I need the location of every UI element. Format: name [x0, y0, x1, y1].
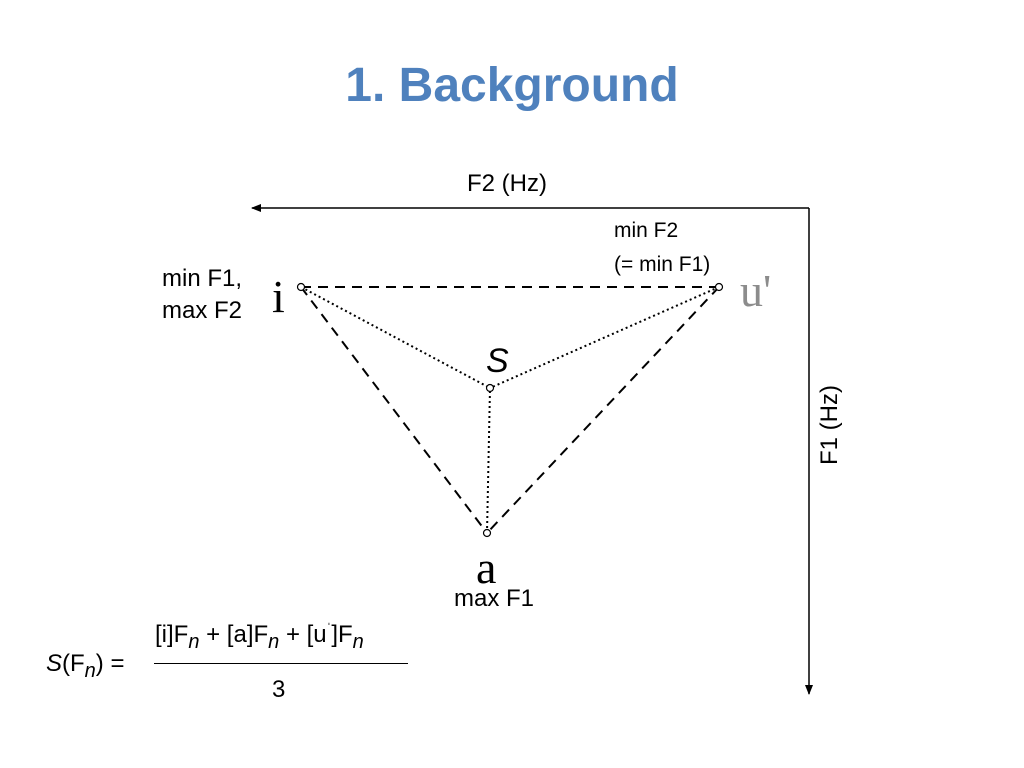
spoke-i-s	[300, 286, 491, 389]
vowel-u-note-line1: min F2	[614, 219, 679, 242]
formula-denominator: 3	[272, 676, 286, 703]
vowel-i-symbol: i	[272, 271, 285, 322]
vowel-a-symbol: a	[476, 542, 497, 593]
vowel-i-note-line1: min F1,	[162, 265, 243, 292]
vowel-i-note-line2: max F2	[162, 297, 243, 324]
f2-axis-label: F2 (Hz)	[467, 170, 547, 197]
point-i	[296, 282, 306, 292]
vowel-u-symbol: u'	[740, 265, 772, 316]
slide-title: 1. Background	[345, 59, 679, 112]
formula-numerator: [i]Fn + [a]Fn + [uˈ]Fn	[155, 620, 364, 653]
point-u	[714, 282, 724, 292]
vowel-u-note-line2: (= min F1)	[614, 253, 711, 276]
spoke-u-s	[489, 286, 720, 389]
f1-axis-label: F1 (Hz)	[816, 385, 843, 465]
point-s	[485, 383, 495, 393]
edge-i-a	[300, 286, 488, 534]
edge-u-a	[486, 286, 720, 534]
point-a	[482, 528, 492, 538]
spoke-a-s	[486, 387, 491, 534]
vowel-a-note: max F1	[454, 585, 535, 612]
formula-lhs: S(Fn) =	[46, 650, 125, 682]
centroid-s-label: S	[486, 342, 509, 380]
formula-fraction-line	[154, 663, 408, 664]
